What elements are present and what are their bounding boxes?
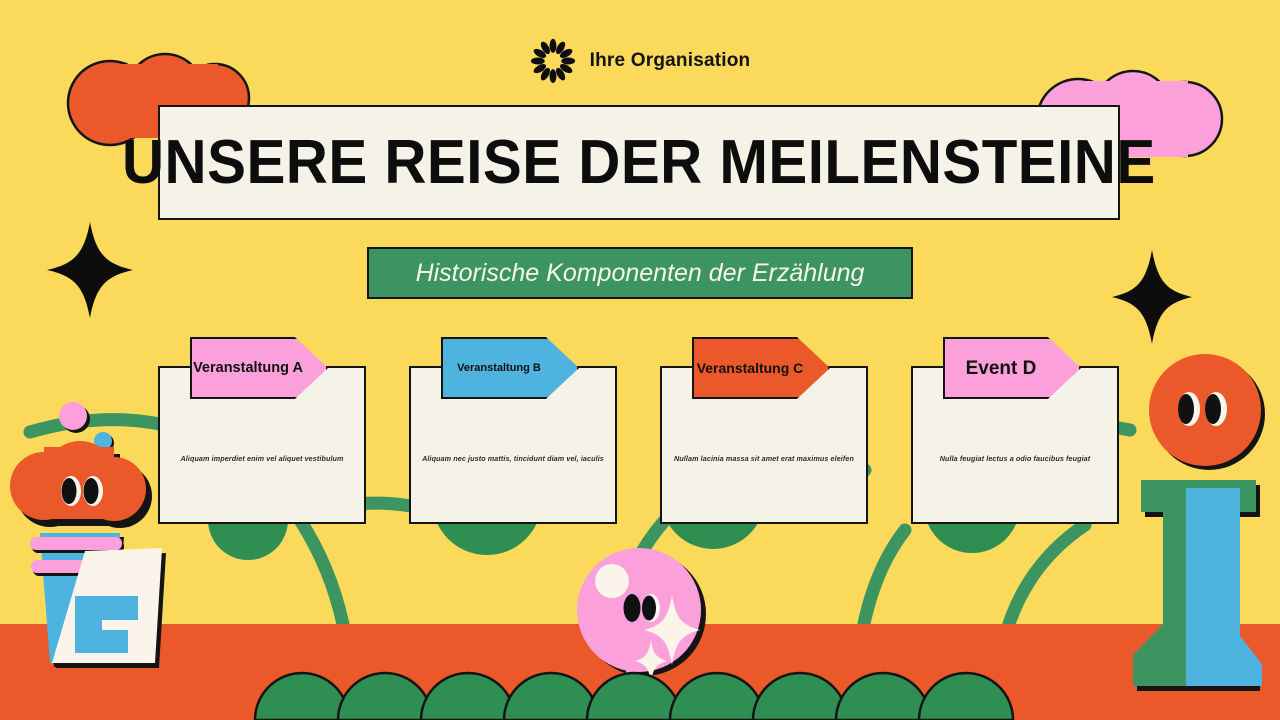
- milestone-ribbon-d[interactable]: Event D: [943, 337, 1081, 399]
- milestone-ribbon-c[interactable]: Veranstaltung C: [692, 337, 830, 399]
- sparkle-right: [1112, 250, 1192, 344]
- milestone-ribbon-a[interactable]: Veranstaltung A: [190, 337, 328, 399]
- milestone-card-d-body: Nulla feugiat lectus a odio faucibus feu…: [939, 454, 1091, 463]
- milestone-ribbon-c-label: Veranstaltung C: [696, 360, 804, 376]
- milestone-ribbon-b[interactable]: Veranstaltung B: [441, 337, 579, 399]
- sunburst-flower-icon: [530, 38, 575, 84]
- subtitle-banner: Historische Komponenten der Erzählung: [367, 247, 913, 299]
- title-banner: UNSERE REISE DER MEILENSTEINE: [122, 105, 1155, 220]
- milestone-card-a-body: Aliquam imperdiet enim vel aliquet vesti…: [180, 454, 344, 463]
- milestone-card-b-body: Aliquam nec justo mattis, tincidunt diam…: [422, 454, 604, 463]
- brand-header: Ihre Organisation: [0, 38, 1280, 84]
- ground-band: [0, 624, 1280, 720]
- milestone-ribbon-b-label: Veranstaltung B: [457, 361, 541, 374]
- organization-name: Ihre Organisation: [589, 50, 751, 71]
- milestone-ribbon-d-label: Event D: [965, 357, 1037, 379]
- page-title: UNSERE REISE DER MEILENSTEINE: [122, 127, 1156, 197]
- milestone-card-c-body: Nullam lacinia massa sit amet erat maxim…: [674, 454, 854, 463]
- page-subtitle: Historische Komponenten der Erzählung: [415, 258, 865, 287]
- sparkle-left: [47, 222, 133, 318]
- milestone-ribbon-a-label: Veranstaltung A: [193, 359, 303, 376]
- orb-right: [1149, 354, 1265, 470]
